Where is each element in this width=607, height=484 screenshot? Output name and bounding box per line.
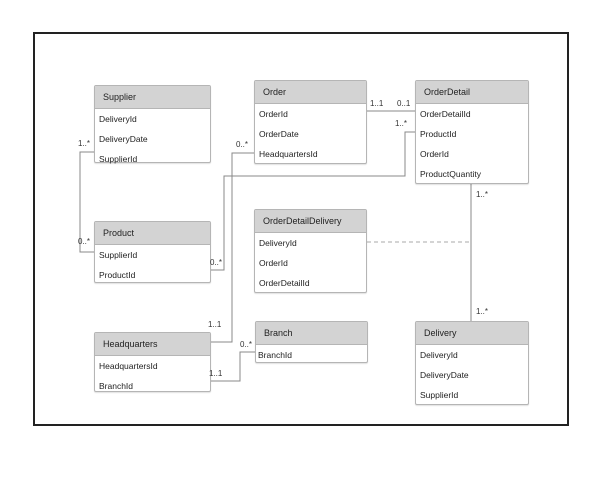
edge-headquarters-branch <box>211 351 255 382</box>
entity-order-attr-3: HeadquartersId <box>259 149 318 159</box>
entity-headquarters-title: Headquarters <box>95 333 210 356</box>
entity-orderdetail[interactable]: OrderDetail OrderDetailId ProductId Orde… <box>415 80 529 184</box>
entity-delivery-title: Delivery <box>416 322 528 345</box>
multiplicity-headquarters-end-order: 1..1 <box>208 320 222 329</box>
entity-supplier-title: Supplier <box>95 86 210 109</box>
entity-delivery-attr-2: DeliveryDate <box>420 370 469 380</box>
multiplicity-order-end-headquarters: 0..* <box>236 140 249 149</box>
entity-orderdetail-attr-3: OrderId <box>420 149 449 159</box>
multiplicity-supplier-end: 1..* <box>78 139 91 148</box>
entity-orderdetail-attr-2: ProductId <box>420 129 457 139</box>
multiplicity-headquarters-end-branch: 1..1 <box>209 369 223 378</box>
entity-product-attr-2: ProductId <box>99 270 136 280</box>
edge-order-headquarters <box>211 152 254 343</box>
entity-orderdetaildelivery-attr-3: OrderDetailId <box>259 278 310 288</box>
entity-supplier-attr-2: DeliveryDate <box>99 134 148 144</box>
entity-branch-attr-1: BranchId <box>258 350 293 360</box>
entity-branch[interactable]: Branch BranchId <box>255 321 368 363</box>
multiplicity-product-end-supplier: 0..* <box>78 237 91 246</box>
edge-supplier-product <box>79 151 94 253</box>
multiplicity-orderdetail-end-order: 0..1 <box>397 99 411 108</box>
entity-delivery-attr-1: DeliveryId <box>420 350 458 360</box>
entity-orderdetail-attr-1: OrderDetailId <box>420 109 471 119</box>
entity-headquarters-attr-2: BranchId <box>99 381 134 391</box>
entity-supplier-attr-3: SupplierId <box>99 154 138 164</box>
entity-order-title: Order <box>255 81 366 104</box>
entity-orderdetail-attr-4: ProductQuantity <box>420 169 481 179</box>
entity-headquarters[interactable]: Headquarters HeadquartersId BranchId <box>94 332 211 392</box>
edge-product-orderdetail <box>211 131 415 271</box>
entity-supplier[interactable]: Supplier DeliveryId DeliveryDate Supplie… <box>94 85 211 164</box>
entity-delivery[interactable]: Delivery DeliveryId DeliveryDate Supplie… <box>415 321 529 405</box>
entity-product[interactable]: Product SupplierId ProductId <box>94 221 211 283</box>
entity-order-attr-2: OrderDate <box>259 129 299 139</box>
entity-branch-title: Branch <box>256 322 367 345</box>
multiplicity-orderdetail-end-delivery: 1..* <box>476 190 489 199</box>
entity-product-attr-1: SupplierId <box>99 250 138 260</box>
entity-delivery-attr-3: SupplierId <box>420 390 459 400</box>
entity-product-title: Product <box>95 222 210 245</box>
entity-orderdetaildelivery-attr-2: OrderId <box>259 258 288 268</box>
entity-orderdetaildelivery-title: OrderDetailDelivery <box>255 210 366 233</box>
multiplicity-delivery-end: 1..* <box>476 307 489 316</box>
entity-headquarters-attr-1: HeadquartersId <box>99 361 158 371</box>
entity-supplier-attr-1: DeliveryId <box>99 114 137 124</box>
entity-order[interactable]: Order OrderId OrderDate HeadquartersId <box>254 80 367 164</box>
entity-order-attr-1: OrderId <box>259 109 288 119</box>
multiplicity-branch-end: 0..* <box>240 340 253 349</box>
entity-orderdetail-title: OrderDetail <box>416 81 528 104</box>
multiplicity-order-end: 1..1 <box>370 99 384 108</box>
entity-orderdetaildelivery[interactable]: OrderDetailDelivery DeliveryId OrderId O… <box>254 209 367 293</box>
multiplicity-orderdetail-end-product: 1..* <box>395 119 408 128</box>
multiplicity-product-end-orderdetail: 0..* <box>210 258 223 267</box>
entity-orderdetaildelivery-attr-1: DeliveryId <box>259 238 297 248</box>
